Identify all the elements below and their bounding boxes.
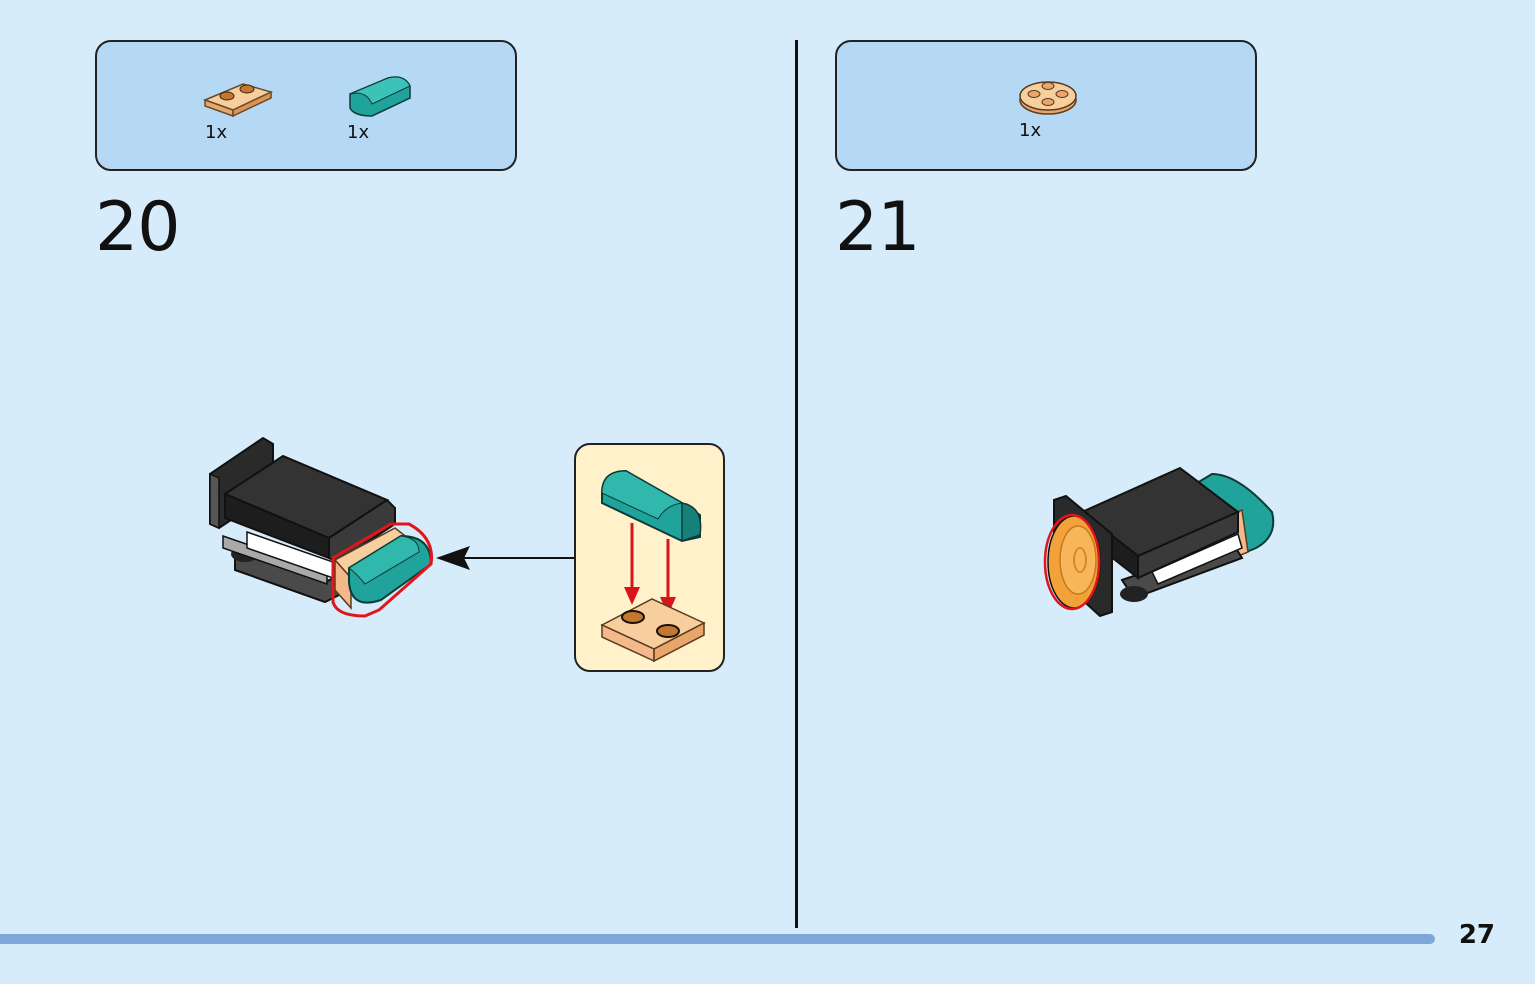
step-20-part-2-qty: 1x [347, 122, 370, 143]
step-21-assembly-illustration [1043, 466, 1275, 618]
step-20-part-1-qty: 1x [205, 122, 228, 143]
tan-round-plate-icon [1019, 81, 1077, 115]
step-21-parts-box: 1x [835, 40, 1257, 171]
teal-curved-slope-icon [349, 76, 411, 117]
page-number: 27 [1458, 920, 1495, 950]
step-21-part-1-qty: 1x [1019, 120, 1042, 141]
step-20-number: 20 [95, 188, 181, 267]
assembly-arrow [436, 546, 576, 570]
step-20-parts-box: 1x 1x [95, 40, 517, 171]
step-20-assembly-illustration [209, 436, 434, 618]
page-progress-bar [0, 934, 1435, 944]
step-divider [795, 40, 798, 928]
sub-assembly-callout [574, 443, 725, 672]
sub-assembly-illustration [600, 469, 706, 663]
step-21-number: 21 [835, 188, 921, 267]
tan-plate-1x2-icon [202, 83, 274, 118]
